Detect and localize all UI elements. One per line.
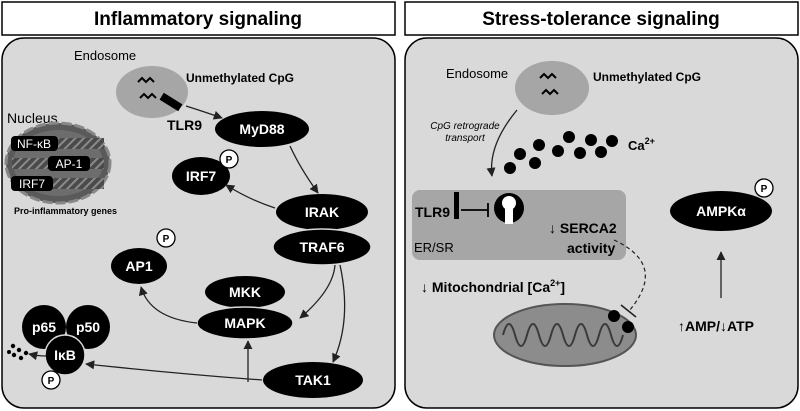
irf7-label: IRF7 bbox=[186, 168, 217, 184]
inhibition-arrow bbox=[461, 203, 489, 217]
ikb-node bbox=[44, 334, 86, 376]
irf7-gene-label: IRF7 bbox=[19, 177, 45, 191]
phospho-icon bbox=[41, 370, 61, 390]
arrow-ikb-degradation bbox=[28, 351, 47, 361]
serca2-label-line1: ↓ SERCA2 bbox=[549, 220, 617, 236]
cpg-label-right: Unmethylated CpG bbox=[593, 70, 701, 84]
cpg-label-left: Unmethylated CpG bbox=[186, 71, 294, 85]
tak1-node bbox=[263, 362, 363, 398]
stress-tolerance-panel: Stress-tolerance signaling Endosome Unme… bbox=[404, 1, 799, 409]
degradation-dots-icon bbox=[7, 343, 29, 361]
irak-label: IRAK bbox=[305, 204, 339, 220]
ap1-label: AP1 bbox=[125, 258, 152, 274]
tak1-label: TAK1 bbox=[295, 372, 331, 388]
arrow-mapk-ap1 bbox=[138, 286, 198, 324]
mkk-node bbox=[205, 276, 285, 308]
inflammatory-panel: Inflammatory signaling Endosome Unmethyl… bbox=[1, 1, 396, 409]
ikb-label: IκB bbox=[54, 347, 76, 363]
phospho-label: P bbox=[48, 376, 55, 387]
nucleus-label: Nucleus bbox=[7, 110, 58, 126]
irak-node bbox=[276, 194, 368, 230]
right-panel-title: Stress-tolerance signaling bbox=[482, 9, 720, 30]
phospho-label: P bbox=[761, 184, 768, 195]
genes-caption: Pro-inflammatory genes bbox=[14, 206, 117, 216]
p65-label: p65 bbox=[32, 319, 56, 335]
phospho-label: P bbox=[163, 234, 170, 245]
calcium-label: Ca2+ bbox=[628, 136, 655, 153]
arrow-endosome-er bbox=[486, 109, 518, 177]
endosome-right bbox=[515, 61, 589, 115]
serca2-label-line2: activity bbox=[567, 240, 615, 256]
cpg-dna-icon bbox=[137, 76, 155, 84]
ampk-node bbox=[670, 191, 772, 231]
ap1-gene-label: AP-1 bbox=[56, 157, 83, 171]
er-sr-organelle bbox=[412, 190, 626, 260]
inhibition-bar bbox=[620, 304, 637, 318]
tlr9-label-right: TLR9 bbox=[415, 204, 450, 220]
irf7-node bbox=[172, 157, 230, 195]
arrow-irak-irf7 bbox=[225, 184, 276, 209]
calcium-ions bbox=[504, 131, 618, 174]
cpg-dna-icon bbox=[139, 92, 157, 100]
right-title-box bbox=[404, 1, 799, 36]
nfkb-gene-box bbox=[11, 136, 58, 151]
traf6-node bbox=[272, 228, 372, 266]
er-sr-label: ER/SR bbox=[414, 240, 454, 255]
tlr9-receptor-left bbox=[159, 92, 183, 112]
arrow-tak1-ikb bbox=[85, 360, 263, 381]
cpg-dna-icon bbox=[541, 88, 559, 96]
phospho-icon bbox=[754, 178, 774, 198]
arrow-traf6-mapk bbox=[299, 264, 336, 319]
transport-label-line2: transport bbox=[445, 133, 486, 144]
phospho-icon bbox=[156, 228, 176, 248]
p50-node bbox=[66, 305, 110, 349]
traf6-label: TRAF6 bbox=[299, 239, 344, 255]
arrow-tlr9-myd88 bbox=[185, 105, 223, 120]
myd88-node bbox=[215, 111, 309, 147]
irf7-gene-box bbox=[11, 176, 53, 191]
dashed-inhibition-line bbox=[613, 239, 646, 312]
ap1-node bbox=[111, 248, 167, 284]
mitochondrion bbox=[493, 303, 637, 367]
serca2-pump-channel bbox=[505, 203, 513, 224]
nfkb-gene-label: NF-κB bbox=[17, 137, 51, 151]
mapk-label: MAPK bbox=[224, 315, 265, 331]
ap1-gene-box bbox=[48, 156, 90, 171]
transport-label-line1: CpG retrograde bbox=[430, 121, 500, 132]
endosome-label-right: Endosome bbox=[446, 66, 508, 81]
phospho-icon bbox=[219, 149, 239, 169]
ampk-label: AMPKα bbox=[696, 203, 746, 219]
phospho-label: P bbox=[226, 155, 233, 166]
amp-atp-label: ↑AMP/↓ATP bbox=[678, 318, 754, 334]
myd88-label: MyD88 bbox=[239, 121, 284, 137]
arrow-traf6-tak1 bbox=[332, 264, 346, 363]
endosome-label-left: Endosome bbox=[74, 48, 136, 63]
tlr9-label-left: TLR9 bbox=[167, 117, 202, 133]
dna-strand bbox=[12, 178, 104, 189]
arrow-myd88-irak bbox=[289, 145, 319, 194]
left-panel-title: Inflammatory signaling bbox=[94, 9, 302, 30]
mito-calcium-label: ↓ Mitochondrial [Ca2+] bbox=[421, 278, 565, 295]
cpg-dna-icon bbox=[539, 72, 557, 80]
mkk-label: MKK bbox=[229, 284, 261, 300]
tlr9-receptor-right bbox=[454, 192, 459, 219]
p50-label: p50 bbox=[76, 319, 100, 335]
left-title-box bbox=[1, 1, 396, 36]
